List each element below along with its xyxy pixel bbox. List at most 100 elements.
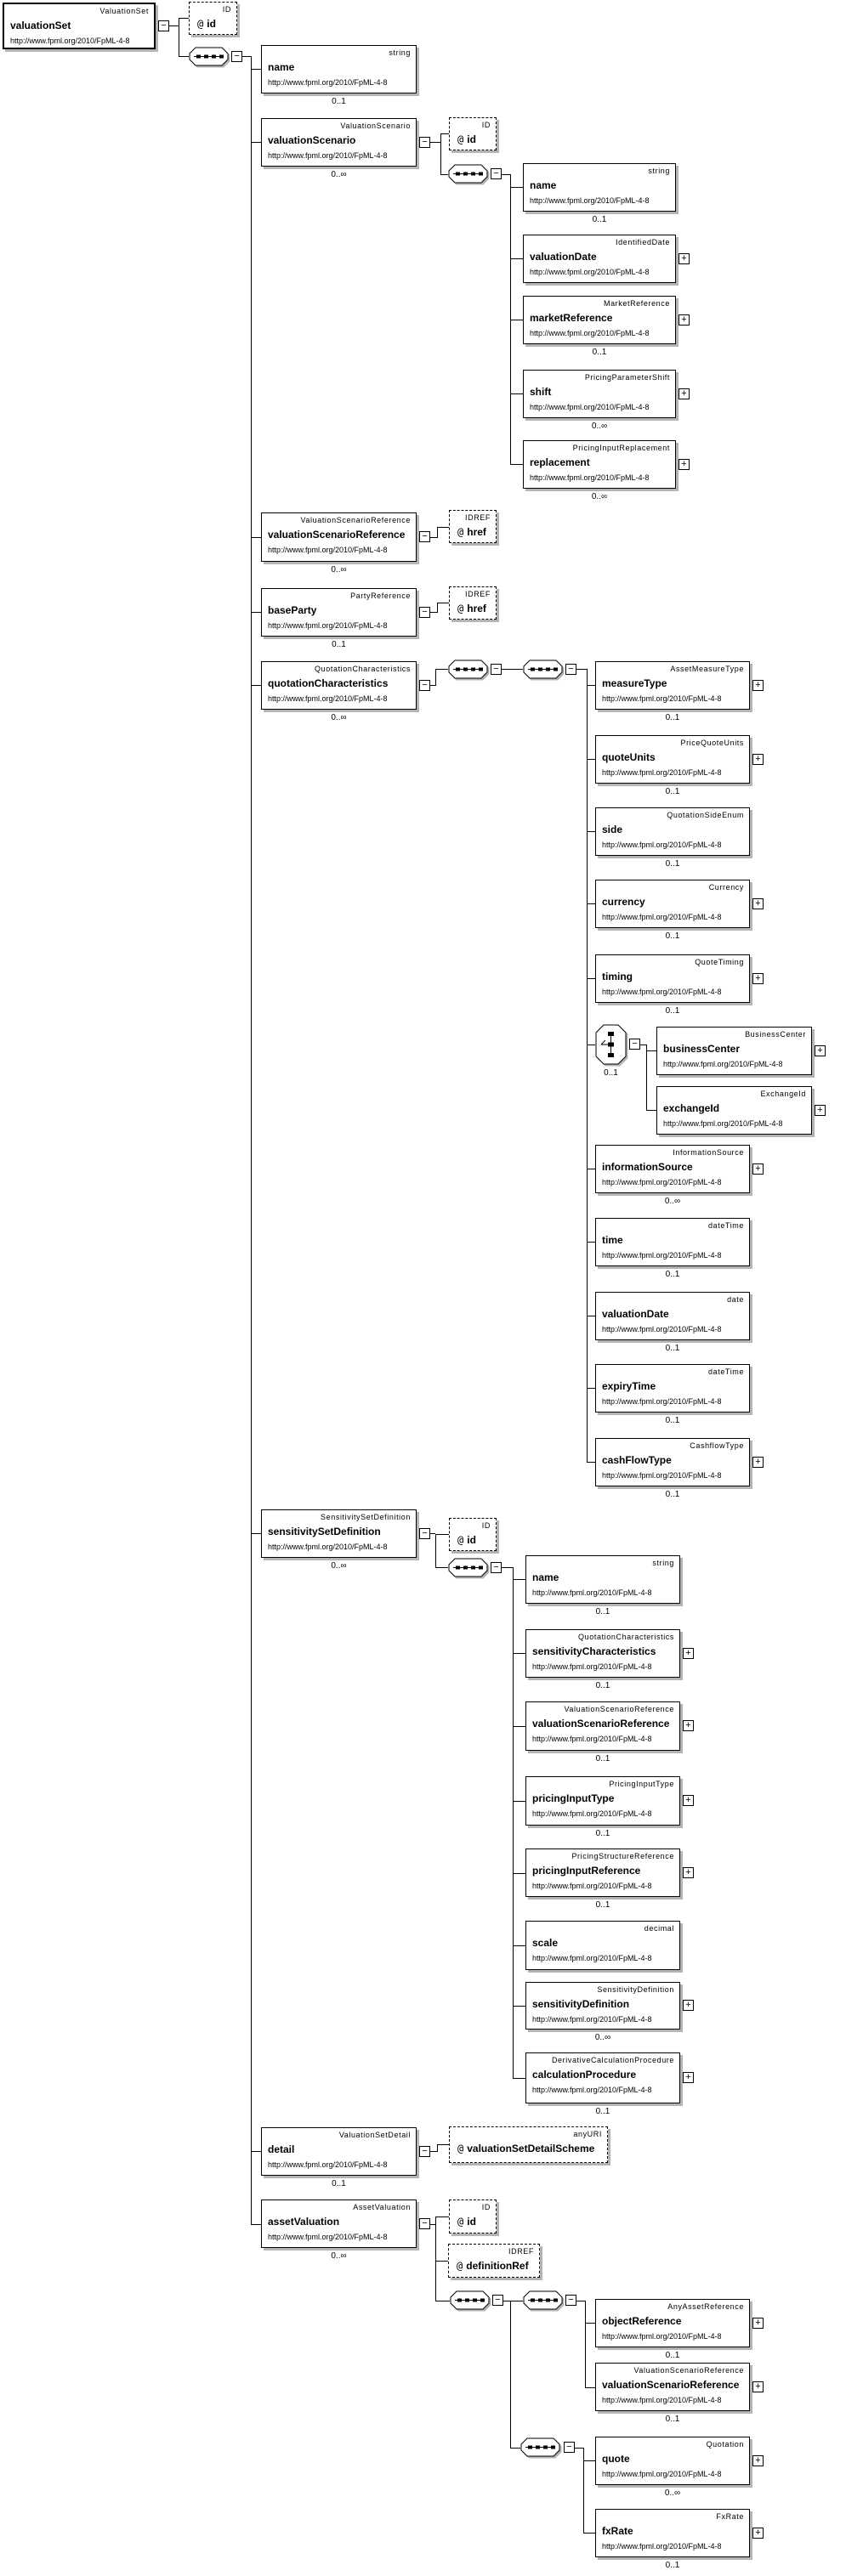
expand-button[interactable]: +: [752, 1457, 764, 1468]
collapse-button[interactable]: −: [419, 137, 430, 148]
expand-button[interactable]: +: [752, 680, 764, 691]
expand-button[interactable]: +: [752, 898, 764, 909]
sequence-icon[interactable]: [448, 1558, 488, 1577]
type-label: PricingInputReplacement: [572, 444, 670, 452]
collapse-button[interactable]: −: [419, 2146, 430, 2157]
sequence-icon[interactable]: [523, 2290, 563, 2310]
attribute-href[interactable]: IDREF@href: [449, 510, 497, 543]
sequence-icon[interactable]: [450, 2290, 490, 2310]
expand-button[interactable]: +: [679, 459, 690, 470]
element-namespace: http://www.fpml.org/2010/FpML-4-8: [602, 1251, 722, 1260]
expand-button[interactable]: +: [815, 1105, 826, 1116]
choice-icon[interactable]: [595, 1024, 627, 1065]
attribute-id[interactable]: ID@id: [449, 1518, 497, 1551]
expand-button[interactable]: +: [752, 754, 764, 765]
expand-button[interactable]: +: [683, 1648, 694, 1659]
expand-button[interactable]: +: [679, 388, 690, 399]
collapse-button[interactable]: −: [491, 664, 502, 675]
attribute-name-text: id: [467, 1534, 476, 1546]
collapse-button[interactable]: −: [492, 2295, 503, 2306]
expand-button[interactable]: +: [679, 253, 690, 264]
connector-line: [179, 18, 189, 19]
type-label: QuotationCharacteristics: [578, 1633, 674, 1641]
expand-button[interactable]: +: [752, 2381, 764, 2392]
sequence-icon[interactable]: [523, 660, 563, 679]
collapse-button[interactable]: −: [419, 1528, 430, 1539]
attribute-definitionRef[interactable]: IDREF@definitionRef: [448, 2244, 540, 2278]
expand-button[interactable]: +: [683, 2072, 694, 2083]
collapse-button[interactable]: −: [419, 531, 430, 542]
attribute-valuationSetDetailScheme[interactable]: anyURI@valuationSetDetailScheme: [449, 2126, 608, 2163]
attribute-id[interactable]: ID@id: [189, 2, 237, 35]
expand-button[interactable]: +: [683, 2000, 694, 2011]
collapse-button[interactable]: −: [231, 51, 242, 62]
collapse-button[interactable]: −: [565, 2295, 576, 2306]
sequence-icon[interactable]: [448, 164, 488, 184]
attribute-href[interactable]: IDREF@href: [449, 586, 497, 620]
expand-button[interactable]: +: [683, 1795, 694, 1806]
attribute-id[interactable]: ID@id: [449, 2200, 497, 2233]
expand-button[interactable]: +: [752, 1163, 764, 1175]
expand-button[interactable]: +: [683, 1720, 694, 1731]
expand-button[interactable]: +: [752, 973, 764, 984]
collapse-button[interactable]: −: [629, 1039, 640, 1050]
cardinality-label: 0..1: [332, 97, 346, 106]
collapse-button[interactable]: −: [158, 20, 169, 31]
collapse-button[interactable]: −: [419, 607, 430, 618]
connector-line: [513, 1726, 525, 1727]
expand-button[interactable]: +: [752, 2318, 764, 2329]
expand-button[interactable]: +: [752, 2455, 764, 2466]
sequence-icon[interactable]: [189, 47, 229, 66]
sequence-icon[interactable]: [448, 660, 488, 679]
expand-button[interactable]: +: [683, 1867, 694, 1878]
sequence-icon[interactable]: [520, 2437, 561, 2458]
collapse-button[interactable]: −: [419, 2218, 430, 2229]
attribute-id[interactable]: ID@id: [449, 117, 497, 150]
collapse-button[interactable]: −: [419, 680, 430, 691]
connector-line: [646, 1110, 656, 1111]
collapse-button[interactable]: −: [491, 168, 502, 179]
expand-button[interactable]: +: [679, 314, 690, 326]
expand-button[interactable]: +: [752, 2528, 764, 2539]
expand-button[interactable]: +: [815, 1045, 826, 1056]
collapse-button[interactable]: −: [564, 2442, 575, 2453]
